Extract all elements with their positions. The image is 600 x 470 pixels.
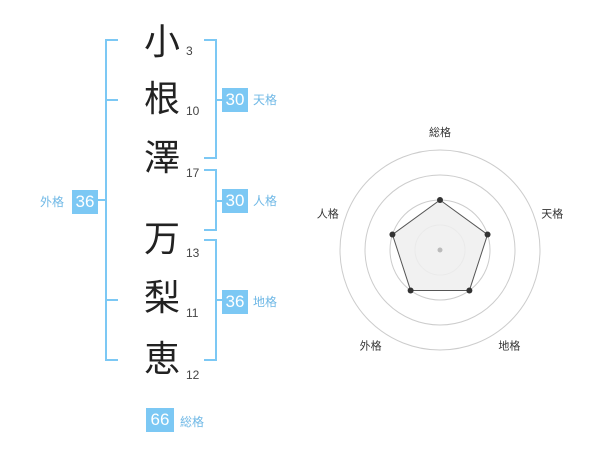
name-char-4: 万	[143, 219, 180, 260]
stroke-count-6: 12	[186, 368, 200, 382]
radar-point-1	[437, 197, 443, 203]
radar-center-dot	[437, 247, 443, 253]
stroke-count-5: 11	[186, 306, 199, 320]
stroke-count-3: 17	[186, 166, 200, 180]
radar-axis-label-1: 総格	[429, 125, 451, 139]
gaikaku-value: 36	[72, 190, 98, 214]
radar-point-2	[484, 231, 491, 238]
name-char-6: 恵	[143, 339, 180, 380]
radar-point-3	[466, 287, 473, 294]
jinkaku-label: 人格	[253, 194, 278, 208]
name-char-2: 根	[143, 79, 180, 120]
radar-axis-label-2: 天格	[541, 207, 563, 221]
jinkaku-value: 30	[222, 189, 248, 213]
radar-axis-label-3: 地格	[498, 338, 520, 352]
radar-axis-label-5: 人格	[317, 207, 339, 221]
radar-grid-ring-4	[339, 149, 541, 351]
radar-point-4	[407, 287, 414, 294]
stroke-count-4: 13	[186, 246, 200, 260]
radar-axis-label-4: 外格	[360, 338, 382, 352]
tenkaku-value: 30	[222, 88, 248, 112]
radar-grid-ring-3	[364, 174, 516, 326]
stroke-count-1: 3	[186, 44, 193, 58]
radar-data-area	[391, 199, 489, 291]
soukaku-label: 総格	[180, 415, 205, 429]
stroke-count-2: 10	[186, 104, 200, 118]
tenkaku-label: 天格	[253, 93, 278, 107]
chikaku-label: 地格	[253, 295, 278, 309]
name-char-5: 梨	[143, 278, 180, 319]
chikaku-value: 36	[222, 290, 248, 314]
name-char-1: 小	[143, 22, 180, 63]
soukaku-value: 66	[146, 408, 174, 432]
gaikaku-label: 外格	[40, 195, 65, 209]
radar-point-5	[389, 231, 396, 238]
name-char-3: 澤	[143, 138, 180, 179]
